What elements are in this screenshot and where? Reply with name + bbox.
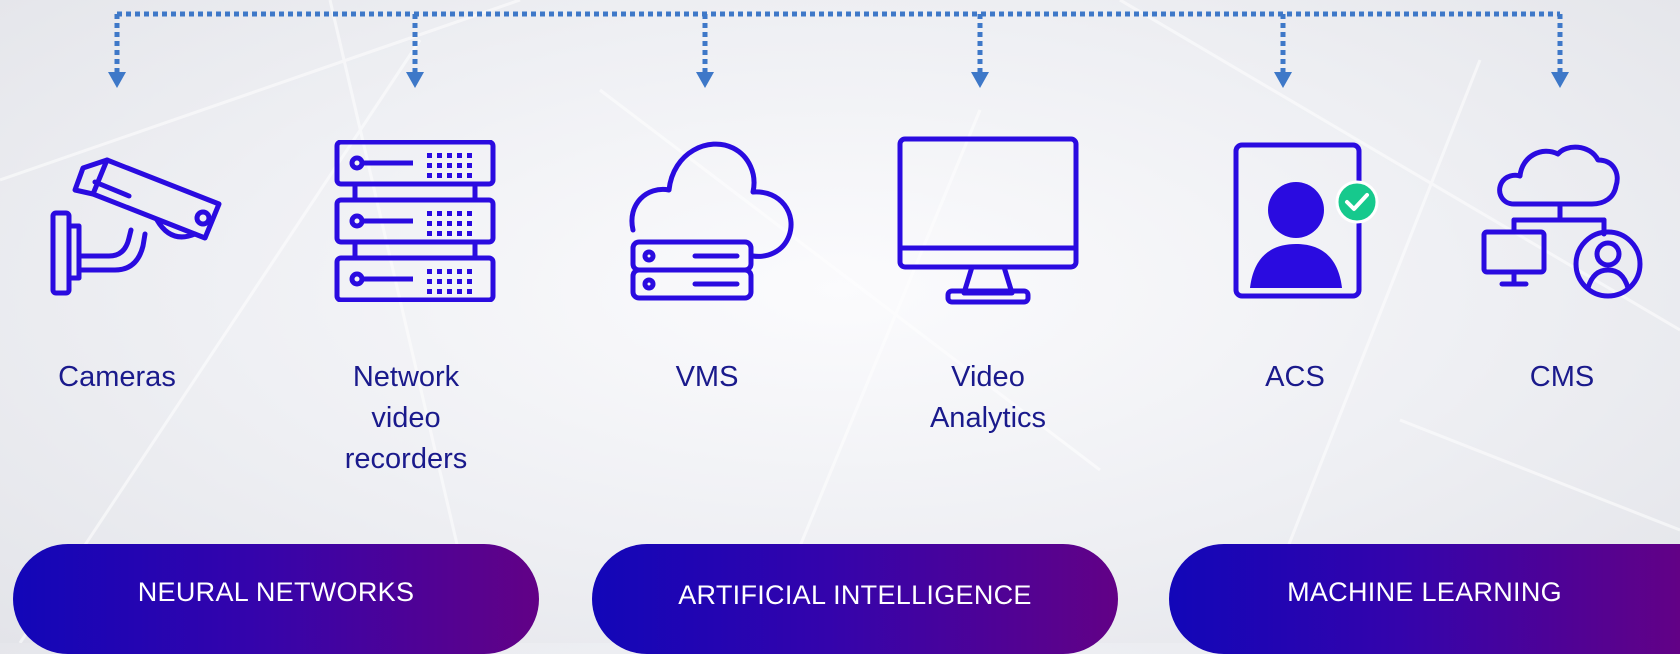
item-label-video-analytics: Video Analytics bbox=[929, 361, 1047, 434]
cloud-server-icon bbox=[629, 141, 794, 301]
arrowhead bbox=[696, 72, 714, 88]
item-label-acs: ACS bbox=[1265, 361, 1325, 393]
item-label-network-video-recorders: Network video recorders bbox=[344, 361, 468, 475]
item-label-cameras: Cameras bbox=[58, 361, 176, 393]
cloud-network-user-icon bbox=[1481, 144, 1643, 299]
security-camera-icon bbox=[50, 157, 222, 296]
monitor-icon bbox=[897, 136, 1079, 305]
check-badge-icon bbox=[1335, 180, 1379, 224]
item-label-vms: VMS bbox=[675, 361, 739, 393]
arrowhead bbox=[108, 72, 126, 88]
verified-id-card-icon bbox=[1233, 142, 1379, 299]
arrowhead bbox=[406, 72, 424, 88]
pill-artificial-intelligence: ARTIFICIAL INTELLIGENCE bbox=[592, 544, 1118, 654]
arrowhead bbox=[971, 72, 989, 88]
pill-machine-learning: MACHINE LEARNING bbox=[1169, 544, 1680, 654]
arrowhead bbox=[1274, 72, 1292, 88]
pill-neural-networks: NEURAL NETWORKS bbox=[13, 544, 539, 654]
arrowhead bbox=[1551, 72, 1569, 88]
item-label-cms: CMS bbox=[1529, 361, 1595, 393]
server-rack-icon bbox=[334, 140, 496, 302]
